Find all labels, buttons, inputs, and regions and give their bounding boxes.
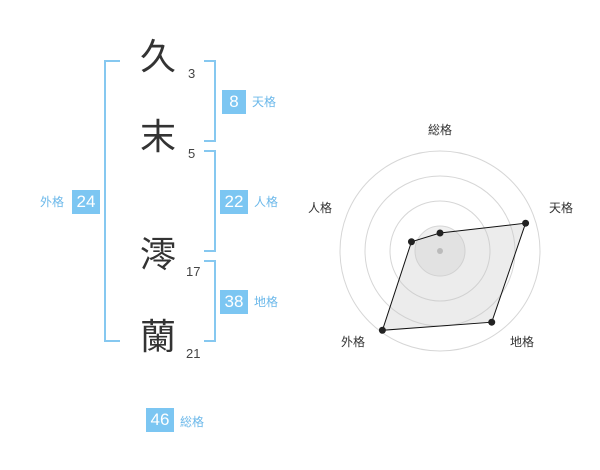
radar-area (381, 222, 527, 331)
name-char-2: 末 (139, 117, 176, 158)
jinkaku-badge: 22 (220, 190, 248, 214)
tenkaku-bracket (204, 60, 216, 142)
name-char-4: 蘭 (139, 317, 176, 358)
chikaku-label: 地格 (254, 295, 279, 309)
jinkaku-bracket (204, 150, 216, 252)
gaikaku-label: 外格 (40, 195, 65, 209)
radar-axis-label-soukaku: 総格 (428, 122, 452, 137)
radar-point (378, 326, 386, 334)
radar-axis-label-gaikaku: 外格 (341, 334, 365, 349)
jinkaku-label: 人格 (254, 195, 279, 209)
name-char-3: 澪 (139, 235, 176, 276)
tenkaku-badge: 8 (222, 90, 246, 114)
gaikaku-bracket (104, 60, 120, 342)
chikaku-bracket (204, 260, 216, 342)
radar-center-dot (437, 248, 443, 254)
radar-ring (389, 200, 491, 302)
stroke-count-3: 17 (186, 264, 201, 279)
tenkaku-label: 天格 (252, 95, 277, 109)
name-char-1: 久 (139, 37, 176, 78)
radar-points (378, 219, 530, 334)
radar-axis-label-jinkaku: 人格 (308, 200, 332, 215)
radar-point (407, 238, 415, 246)
radar-point (488, 318, 496, 326)
radar-axis-label-chikaku: 地格 (510, 334, 534, 349)
chikaku-badge: 38 (220, 290, 248, 314)
soukaku-label: 総格 (180, 415, 205, 429)
radar-ring (339, 150, 541, 352)
gaikaku-badge: 24 (72, 190, 100, 214)
stroke-count-4: 21 (186, 346, 201, 361)
radar-point (436, 229, 444, 237)
stroke-count-1: 3 (188, 66, 196, 81)
radar-axis-label-tenkaku: 天格 (549, 200, 573, 215)
stroke-count-2: 5 (188, 146, 196, 161)
radar-point (522, 219, 530, 227)
soukaku-badge: 46 (146, 408, 174, 432)
